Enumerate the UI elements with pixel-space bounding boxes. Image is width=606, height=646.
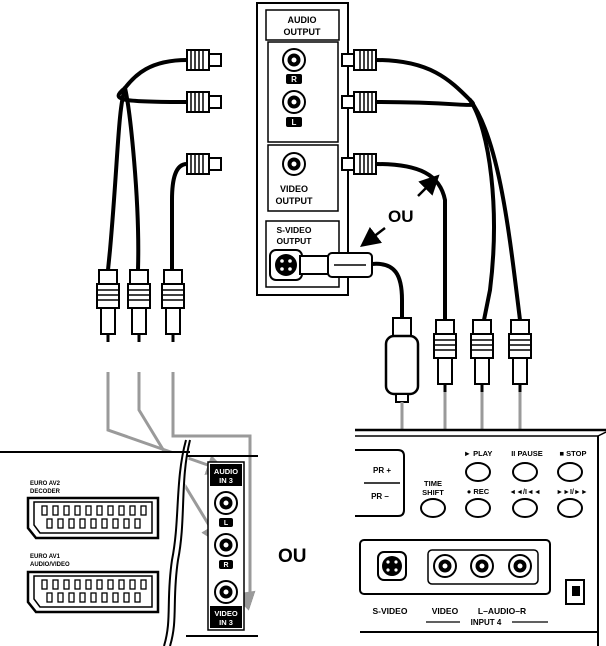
vcr-audio-l-jack[interactable] bbox=[470, 554, 494, 578]
pr-plus-label[interactable]: PR + bbox=[373, 466, 391, 475]
plug-down-right-audio-r bbox=[507, 318, 533, 394]
timeshift-label: TIME bbox=[424, 479, 442, 488]
plug-down-right-audio-l bbox=[469, 318, 495, 394]
r-badge-text: R bbox=[291, 75, 297, 84]
video-output-jack[interactable] bbox=[282, 152, 306, 176]
plug-right-audio-l bbox=[341, 91, 377, 113]
video-in-3-jack[interactable] bbox=[214, 580, 238, 604]
tv-l-badge: L bbox=[224, 520, 229, 527]
video-in-3-label: VIDEO bbox=[214, 609, 238, 618]
timeshift-label-2: SHIFT bbox=[422, 488, 444, 497]
svideo-output-label: S-VIDEO bbox=[277, 225, 312, 235]
stop-button[interactable] bbox=[557, 462, 583, 482]
pause-button[interactable] bbox=[512, 462, 538, 482]
vcr-audio-label: L–AUDIO–R bbox=[478, 606, 526, 616]
pr-minus-label[interactable]: PR – bbox=[371, 492, 389, 501]
euro-av2-label: EURO AV2 bbox=[30, 481, 61, 487]
plug-left-video bbox=[186, 153, 222, 175]
ffw-label: ►►I/►► bbox=[556, 489, 588, 496]
plug-right-video bbox=[341, 153, 377, 175]
vcr-video-jack[interactable] bbox=[433, 554, 457, 578]
rew-label: ◄◄/I◄◄ bbox=[509, 489, 541, 496]
plug-left-audio-l bbox=[186, 91, 222, 113]
side-connector-inner bbox=[572, 586, 580, 596]
r-badge bbox=[286, 74, 302, 84]
video-output-label: VIDEO bbox=[280, 184, 308, 194]
l-badge-text: L bbox=[292, 118, 297, 127]
cables-black bbox=[106, 58, 522, 322]
plug-down-left-3 bbox=[160, 268, 186, 344]
scart-av1-pins bbox=[41, 579, 147, 603]
arrow-lower bbox=[360, 226, 386, 248]
plug-down-svideo bbox=[384, 317, 420, 403]
l-badge bbox=[286, 117, 302, 127]
or-label-middle: OU bbox=[278, 546, 307, 567]
scart-av2-pins bbox=[41, 505, 147, 529]
audio-output-label: AUDIO bbox=[288, 15, 317, 25]
plug-down-right-video bbox=[432, 318, 458, 394]
svideo-output-label-2: OUTPUT bbox=[277, 236, 313, 246]
tv-rear-panel: EURO AV2 DECODER EURO AV1 AUDIO/VIDEO bbox=[0, 439, 258, 646]
audio-output-label-2: OUTPUT bbox=[284, 27, 322, 37]
play-label: ► PLAY bbox=[464, 449, 493, 458]
pause-label: II PAUSE bbox=[511, 449, 543, 458]
svideo-output-jack[interactable] bbox=[269, 249, 303, 281]
plug-svideo bbox=[299, 252, 373, 278]
rew-button[interactable] bbox=[512, 498, 538, 518]
ffw-button[interactable] bbox=[557, 498, 583, 518]
vcr-input-label: INPUT 4 bbox=[471, 618, 502, 627]
euro-av1-label-2: AUDIO/VIDEO bbox=[30, 562, 70, 568]
audio-output-l-jack[interactable] bbox=[282, 90, 306, 114]
plug-right-audio-r bbox=[341, 49, 377, 71]
dvd-output-panel: AUDIO OUTPUT R L VIDEO OUTPUT S-VIDEO OU… bbox=[256, 2, 349, 296]
plug-left-audio-r bbox=[186, 49, 222, 71]
stop-label: ■ STOP bbox=[560, 449, 587, 458]
rec-button[interactable] bbox=[465, 498, 491, 518]
euro-av2-label-2: DECODER bbox=[30, 489, 61, 495]
or-label-upper: OU bbox=[388, 207, 414, 226]
vcr-video-label: VIDEO bbox=[432, 606, 459, 616]
arrow-upper bbox=[417, 174, 440, 197]
audio-in-3-label-2: IN 3 bbox=[219, 476, 233, 485]
rec-label: ● REC bbox=[467, 487, 490, 496]
scart-av2[interactable] bbox=[26, 496, 160, 540]
audio-in-l-jack[interactable] bbox=[214, 491, 238, 515]
vcr-audio-r-jack[interactable] bbox=[508, 554, 532, 578]
audio-output-r-jack[interactable] bbox=[282, 48, 306, 72]
plug-down-left-2 bbox=[126, 268, 152, 344]
vcr-svideo-jack[interactable] bbox=[377, 551, 407, 581]
play-button[interactable] bbox=[465, 462, 491, 482]
video-output-label-2: OUTPUT bbox=[276, 196, 314, 206]
euro-av1-label: EURO AV1 bbox=[30, 554, 61, 560]
timeshift-button[interactable] bbox=[420, 498, 446, 518]
audio-in-r-jack[interactable] bbox=[214, 533, 238, 557]
tv-r-badge: R bbox=[223, 562, 228, 569]
vcr-svideo-label: S-VIDEO bbox=[373, 606, 408, 616]
vcr-front-panel: PR + PR – ► PLAY II PAUSE ■ STOP TIME SH… bbox=[355, 428, 606, 646]
plug-down-left-1 bbox=[95, 268, 121, 344]
video-in-3-label-2: IN 3 bbox=[219, 618, 233, 627]
audio-in-3-label: AUDIO bbox=[214, 467, 238, 476]
scart-av1[interactable] bbox=[26, 570, 160, 614]
